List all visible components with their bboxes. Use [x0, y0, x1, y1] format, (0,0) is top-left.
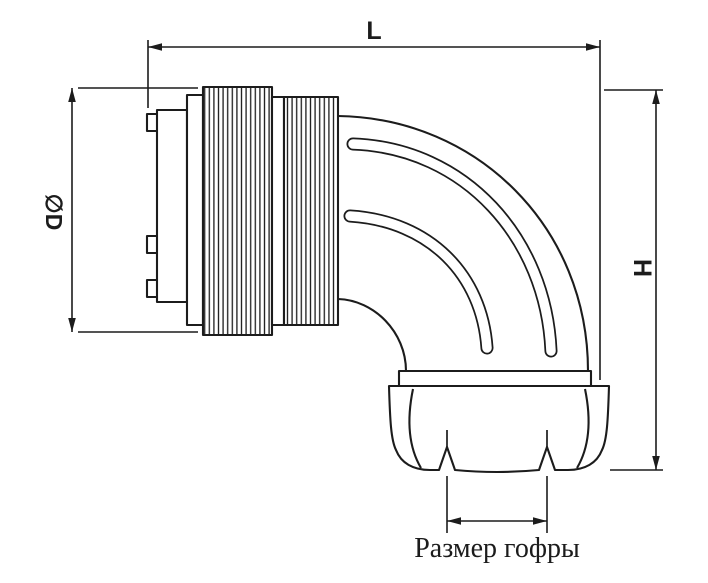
arrowhead-left: [148, 43, 162, 51]
elbow-outer-edge: [337, 114, 590, 372]
elbow-groove-outer-core: [348, 139, 556, 356]
arrowhead-top: [652, 90, 660, 104]
arrowhead-bottom: [652, 456, 660, 470]
label-corrugation: Размер гофры: [414, 533, 580, 564]
dimension-diameter: ∅D: [41, 87, 198, 333]
elbow-groove-inner-core: [345, 211, 492, 353]
knurled-ring-small: [282, 95, 340, 327]
elbow-inner-edge: [337, 297, 408, 372]
dimension-length: L: [147, 17, 601, 380]
knurled-ring-large: [201, 85, 274, 337]
dimension-height: H: [604, 89, 663, 471]
gland-nut: [387, 384, 611, 474]
arrowhead-top: [68, 88, 76, 102]
arrowhead-left: [447, 517, 461, 525]
arrowhead-right: [533, 517, 547, 525]
mounting-flange: [185, 93, 205, 327]
label-height: H: [628, 259, 656, 277]
label-length: L: [366, 17, 381, 45]
arrowhead-right: [586, 43, 600, 51]
nut-facet-left: [408, 388, 422, 469]
nut-facet-right: [576, 388, 590, 469]
rear-shell: [155, 108, 189, 304]
arrowhead-bottom: [68, 318, 76, 332]
dimension-corrugation: Размер гофры: [414, 476, 580, 564]
connector-body: [145, 85, 611, 474]
spacer-band: [270, 95, 286, 327]
label-diameter: ∅D: [41, 194, 67, 231]
gland-nut-outline: [387, 384, 611, 474]
rear-contacts: [145, 108, 189, 304]
collar: [397, 369, 593, 388]
dimensions: L ∅D H Размер гофры: [41, 17, 663, 564]
elbow-tube: [337, 114, 590, 372]
